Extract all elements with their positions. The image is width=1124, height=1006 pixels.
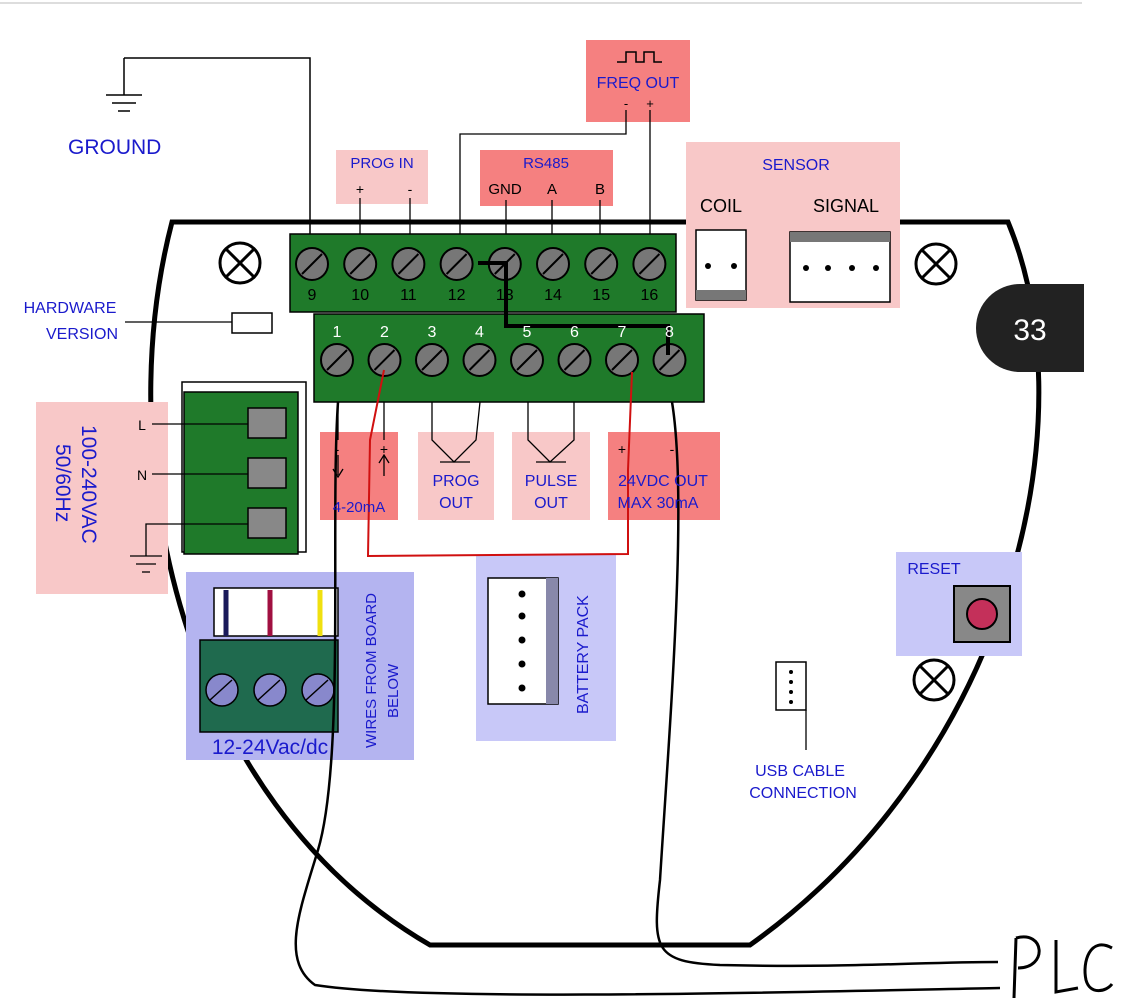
prog-in-plus: + bbox=[356, 181, 364, 197]
terminal-number: 11 bbox=[400, 287, 417, 304]
terminal-number: 12 bbox=[448, 287, 466, 304]
ground-label: GROUND bbox=[68, 136, 161, 159]
dc-out-minus: - bbox=[670, 441, 675, 457]
terminal-screw-slot bbox=[445, 253, 468, 275]
sensor-signal: SIGNAL bbox=[813, 196, 879, 216]
dc-out-line2: MAX 30mA bbox=[618, 495, 699, 512]
mains-box bbox=[36, 402, 168, 594]
terminal-screw-slot bbox=[542, 253, 564, 275]
terminal-number: 2 bbox=[380, 324, 389, 341]
terminal-number: 10 bbox=[351, 287, 369, 304]
terminal-number: 8 bbox=[665, 324, 674, 341]
hardware-version-connector bbox=[231, 312, 273, 334]
square-wave-icon bbox=[617, 51, 662, 63]
terminal-number: 15 bbox=[592, 287, 610, 304]
mains-n: N bbox=[137, 467, 147, 483]
reset-label: RESET bbox=[907, 561, 961, 578]
sensor-coil: COIL bbox=[700, 196, 742, 216]
low-voltage-connector bbox=[199, 587, 339, 733]
terminal-number: 16 bbox=[641, 287, 659, 304]
terminal-screw-slot bbox=[563, 349, 586, 371]
red-wire bbox=[366, 369, 633, 558]
reset-button-icon bbox=[953, 585, 1011, 643]
prog-in-title: PROG IN bbox=[350, 155, 413, 172]
signal-connector bbox=[789, 231, 891, 303]
wires-label-line2: BELOW bbox=[385, 663, 402, 718]
mains-voltage: 100-240VAC bbox=[77, 425, 100, 544]
pulse-out-box bbox=[512, 432, 590, 520]
plc-wires bbox=[294, 401, 1001, 996]
terminal-number: 7 bbox=[618, 324, 627, 341]
mains-l: L bbox=[138, 417, 146, 433]
terminal-screw-slot bbox=[421, 349, 443, 371]
ground-symbol-top bbox=[106, 57, 311, 250]
terminal-screw-slot bbox=[516, 349, 538, 371]
rs485-box bbox=[480, 150, 613, 206]
dc-out-line1: 24VDC OUT bbox=[618, 473, 708, 490]
terminal-number: 13 bbox=[496, 287, 514, 304]
terminal-screw-slot bbox=[638, 253, 661, 275]
hardware-version-line1: HARDWARE bbox=[24, 300, 117, 317]
wires-label-line1: WIRES FROM BOARD bbox=[363, 593, 380, 748]
pulse-out-line1: PULSE bbox=[525, 473, 577, 490]
mounting-screw-icon bbox=[218, 241, 958, 702]
analog-label: 4-20mA bbox=[333, 499, 386, 516]
hardware-version-line2: VERSION bbox=[46, 326, 118, 343]
prog-in-minus: - bbox=[408, 181, 413, 197]
mains-terminal bbox=[181, 381, 307, 555]
terminal-screw-slot bbox=[349, 253, 371, 275]
sensor-title: SENSOR bbox=[762, 157, 830, 174]
jumper-wire-13-8 bbox=[478, 261, 670, 355]
terminal-screw-slot bbox=[658, 349, 681, 371]
prog-in-box bbox=[336, 150, 428, 204]
battery-connector bbox=[487, 577, 559, 705]
prog-out-line2: OUT bbox=[439, 495, 473, 512]
usb-label-line2: CONNECTION bbox=[749, 785, 857, 802]
page-badge-shape bbox=[976, 284, 1084, 372]
terminal-number: 4 bbox=[475, 324, 484, 341]
terminal-number: 6 bbox=[570, 324, 579, 341]
terminal-number: 14 bbox=[544, 287, 562, 304]
page-badge: 33 bbox=[1013, 314, 1046, 347]
rs485-title: RS485 bbox=[523, 155, 569, 172]
terminal-number: 3 bbox=[428, 324, 437, 341]
terminal-screw-slot bbox=[301, 253, 323, 275]
pulse-out-line2: OUT bbox=[534, 495, 568, 512]
usb-label-line1: USB CABLE bbox=[755, 763, 845, 780]
freq-out-plus: + bbox=[646, 96, 654, 111]
freq-out-title: FREQ OUT bbox=[597, 75, 680, 92]
low-voltage-label: 12-24Vac/dc bbox=[212, 736, 328, 759]
analog-plus: + bbox=[380, 441, 388, 457]
battery-label: BATTERY PACK bbox=[575, 595, 592, 714]
analog-box bbox=[320, 432, 398, 520]
terminal-number: 9 bbox=[308, 287, 317, 304]
terminal-screw-slot bbox=[590, 253, 612, 275]
rs485-gnd: GND bbox=[488, 181, 522, 198]
terminal-screw-slot bbox=[326, 349, 348, 371]
terminal-screw-slot bbox=[373, 349, 396, 371]
terminal-numbers-bottom: 1 2 3 4 5 6 7 8 bbox=[333, 324, 675, 341]
rs485-a: A bbox=[547, 181, 557, 198]
plc-handwriting bbox=[1012, 935, 1114, 999]
freq-out-box bbox=[586, 40, 690, 122]
terminal-screw-slot bbox=[468, 349, 491, 371]
terminal-screw-slot bbox=[397, 253, 420, 275]
prog-out-box bbox=[418, 432, 494, 520]
terminal-number: 1 bbox=[333, 324, 342, 341]
freq-out-minus: - bbox=[624, 96, 628, 111]
dc-out-plus: + bbox=[618, 441, 626, 457]
prog-out-line1: PROG bbox=[432, 473, 479, 490]
analog-minus: - bbox=[335, 441, 340, 457]
plc-label: PLC bbox=[1060, 999, 1064, 1001]
mains-wires bbox=[130, 423, 248, 573]
coil-connector bbox=[695, 229, 747, 301]
mains-frequency: 50/60Hz bbox=[51, 444, 74, 522]
usb-connector bbox=[775, 661, 807, 750]
dc-out-box bbox=[608, 432, 720, 520]
terminal-number: 5 bbox=[523, 324, 532, 341]
terminal-screw-slot bbox=[611, 349, 633, 371]
terminal-numbers-top: 9 10 11 12 13 14 15 16 bbox=[308, 287, 659, 304]
rs485-b: B bbox=[595, 181, 605, 198]
